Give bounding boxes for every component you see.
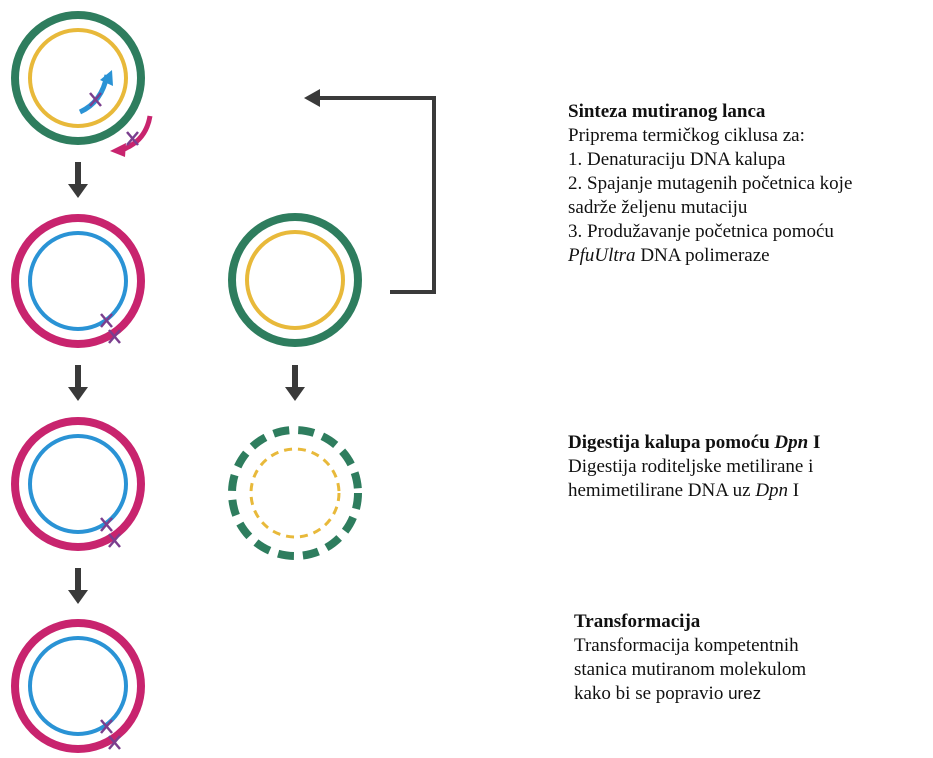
digested-outer-strand (228, 426, 362, 560)
digestion-line-text: hemimetilirane DNA uz (568, 480, 756, 501)
cross-mark-icon (108, 533, 121, 548)
transformation-line-word: urez (728, 684, 762, 703)
cross-mark-icon (89, 92, 102, 107)
digested-inner-strand (249, 447, 341, 539)
forward-primer-arrowhead (100, 70, 113, 86)
digested-template-plasmid (228, 426, 362, 560)
template-plasmid-with-primers (11, 11, 153, 157)
digestion-heading-text: Digestija kalupa pomoću (568, 432, 775, 453)
mutant-outer-strand (11, 417, 145, 551)
digestion-heading-suffix: I (808, 432, 821, 453)
down-arrow-icon (68, 162, 88, 198)
down-arrow-icon (68, 568, 88, 604)
synthesis-step-2: 2. Spajanje mutagenih početnica koje (568, 173, 853, 194)
synthesis-step-2-continued: sadrže željenu mutaciju (568, 197, 748, 218)
mutant-inner-strand (28, 636, 128, 736)
down-arrow-icon (68, 365, 88, 401)
digestion-heading: Digestija kalupa pomoću Dpn I (568, 431, 820, 455)
cross-mark-icon (126, 131, 139, 146)
synthesis-heading: Sinteza mutiranog lanca (568, 101, 766, 122)
cross-mark-icon (108, 735, 121, 750)
down-arrow-icon (285, 365, 305, 401)
digestion-line: hemimetilirane DNA uz Dpn I (568, 479, 820, 503)
template-outer-strand (11, 11, 145, 145)
synthesis-step-3-continued: PfuUltra DNA polimeraze (568, 244, 852, 268)
mutant-outer-strand (11, 619, 145, 753)
template-inner-strand (28, 28, 128, 128)
reverse-primer-arrowhead (110, 143, 126, 157)
cross-mark-icon (108, 329, 121, 344)
transformation-description: Transformacija Transformacija kompetentn… (574, 610, 806, 706)
transformation-line: stanica mutiranom molekulom (574, 659, 807, 680)
transformation-heading: Transformacija (574, 611, 701, 632)
enzyme-name: PfuUltra (568, 245, 636, 266)
mutant-outer-strand (11, 214, 145, 348)
parental-template-plasmid (228, 213, 362, 347)
transformation-line-text: kako bi se popravio (574, 683, 729, 704)
mutant-inner-strand (28, 231, 128, 331)
digestion-heading-enzyme: Dpn (774, 432, 809, 453)
mutant-plasmid (11, 619, 145, 753)
transformation-line: Transformacija kompetentnih (574, 635, 799, 656)
cross-mark-icon (100, 313, 113, 328)
left-arrow-icon (304, 89, 436, 294)
transformation-line: kako bi se popravio urez (574, 682, 806, 706)
synthesis-step-3: 3. Produžavanje početnica pomoću (568, 221, 834, 242)
template-outer-strand (228, 213, 362, 347)
digestion-line: Digestija roditeljske metilirane i (568, 456, 814, 477)
template-inner-strand (245, 230, 345, 330)
cross-mark-icon (100, 517, 113, 532)
mutant-plasmid (11, 214, 145, 348)
synthesis-description: Sinteza mutiranog lanca Priprema termičk… (568, 100, 852, 268)
reverse-primer (122, 115, 153, 152)
mutant-plasmid (11, 417, 145, 551)
synthesis-line: Priprema termičkog ciklusa za: (568, 125, 805, 146)
synthesis-step-1: 1. Denaturaciju DNA kalupa (568, 149, 786, 170)
enzyme-rest: DNA polimeraze (635, 245, 770, 266)
digestion-line-enzyme: Dpn (755, 480, 789, 501)
cross-mark-icon (100, 719, 113, 734)
digestion-line-suffix: I (788, 480, 800, 501)
mutant-inner-strand (28, 434, 128, 534)
digestion-description: Digestija kalupa pomoću Dpn I Digestija … (568, 431, 820, 503)
